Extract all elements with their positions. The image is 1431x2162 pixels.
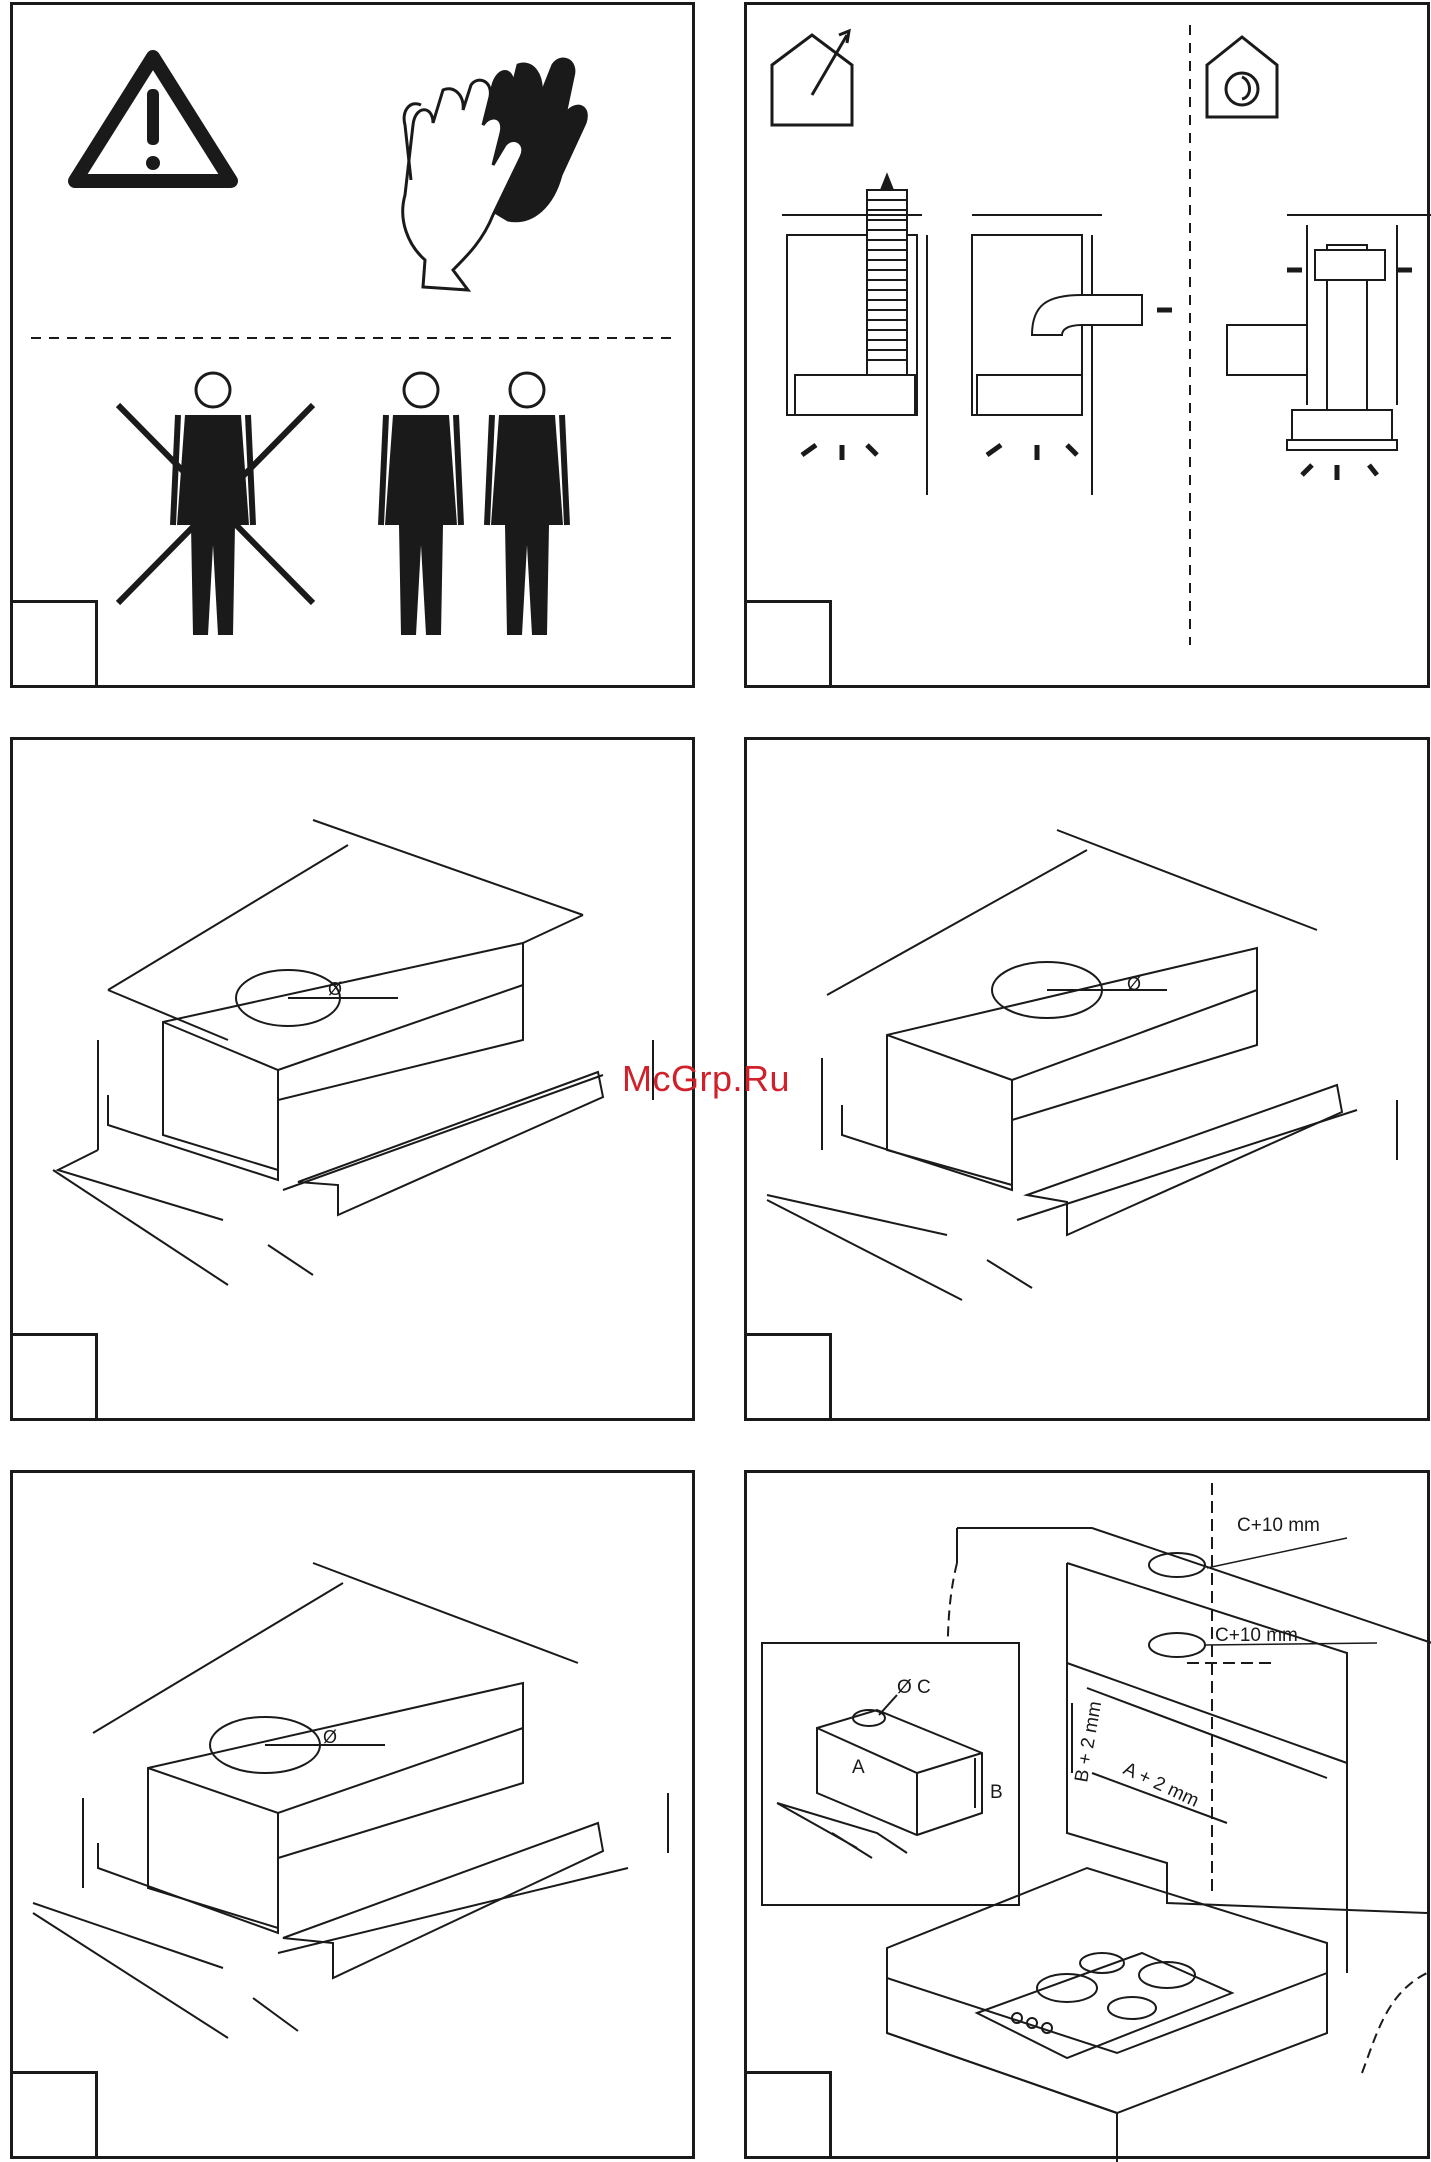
- cutout-a-label: A + 2 mm: [1120, 1758, 1202, 1811]
- diameter-label: Ø: [1127, 974, 1141, 994]
- recirculation-install: [1227, 215, 1431, 480]
- hood-dimension-drawing: Ø: [13, 740, 698, 1424]
- diameter-label: Ø: [328, 979, 342, 999]
- cutout-b-label: B + 2 mm: [1071, 1700, 1106, 1784]
- panel-venting: [744, 2, 1430, 688]
- duct-side-install: [972, 215, 1172, 495]
- venting-illustration: [747, 5, 1431, 691]
- inset-a-label: A: [852, 1757, 865, 1778]
- cutout-c-label-top: C+10 mm: [1237, 1515, 1320, 1536]
- panel-safety: [10, 2, 695, 688]
- panel-installation: C+10 mm C+10 mm B + 2 mm A + 2 mm Ø C A …: [744, 1470, 1430, 2159]
- cutout-c-label-mid: C+10 mm: [1215, 1625, 1298, 1646]
- installation-drawing: C+10 mm C+10 mm B + 2 mm A + 2 mm Ø C A …: [747, 1473, 1431, 2162]
- warning-triangle-icon: [75, 57, 231, 181]
- figure-number-box: [744, 1333, 832, 1421]
- panel-dimensions-1: Ø: [10, 737, 695, 1421]
- gloves-icon: [403, 59, 587, 290]
- panel-dimensions-3: Ø: [10, 1470, 695, 2159]
- house-recirculation-icon: [1207, 37, 1277, 117]
- figure-number-box: [10, 1333, 98, 1421]
- inset-c-label: Ø C: [897, 1677, 931, 1698]
- figure-number-box: [744, 2071, 832, 2159]
- watermark: McGrp.Ru: [622, 1058, 790, 1100]
- panel-dimensions-2: Ø: [744, 737, 1430, 1421]
- single-person-crossed-icon: [118, 373, 313, 635]
- hood-dimension-drawing: Ø: [13, 1473, 698, 2162]
- figure-number-box: [744, 600, 832, 688]
- hood-dimension-drawing: Ø: [747, 740, 1431, 1424]
- diameter-label: Ø: [323, 1727, 337, 1747]
- inset-b-label: B: [990, 1782, 1003, 1803]
- safety-illustration: [13, 5, 698, 691]
- figure-number-box: [10, 2071, 98, 2159]
- two-persons-icon: [381, 373, 567, 635]
- figure-number-box: [10, 600, 98, 688]
- duct-vertical-install: [782, 175, 927, 495]
- house-exhaust-icon: [772, 31, 852, 125]
